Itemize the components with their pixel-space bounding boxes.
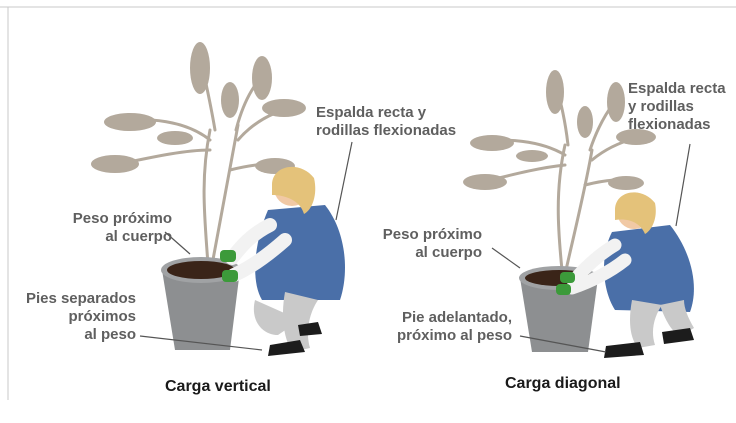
label-feet-diagonal: Pie adelantado, próximo al peso [396,309,512,344]
pot-1-soil [167,261,235,279]
leader-line-feet-1 [139,335,263,351]
panel-vertical-illustration [91,42,353,356]
pot-2 [520,278,598,352]
panel-diagonal-illustration [463,70,694,358]
label-weight-vertical: Peso próximo al cuerpo [72,210,172,245]
leader-line-back-1 [335,141,353,221]
woman-2 [556,192,694,358]
plant-2-leaves [463,70,656,190]
label-feet-vertical: Pies separados próximos al peso [25,290,136,343]
label-back-diagonal: Espalda recta y rodillas flexionadas [628,80,726,133]
caption-vertical: Carga vertical [165,378,271,395]
pot-1 [162,270,240,350]
woman-1 [220,166,345,356]
caption-diagonal: Carga diagonal [505,375,621,392]
leader-line-feet-2 [519,335,607,353]
plant-1-leaves [91,42,306,174]
label-back-vertical: Espalda recta y rodillas flexionadas [316,104,457,139]
label-weight-diagonal: Peso próximo al cuerpo [382,226,482,261]
leader-line-weight-1 [164,231,191,255]
leader-line-back-2 [675,143,691,227]
leader-line-weight-2 [491,247,521,269]
